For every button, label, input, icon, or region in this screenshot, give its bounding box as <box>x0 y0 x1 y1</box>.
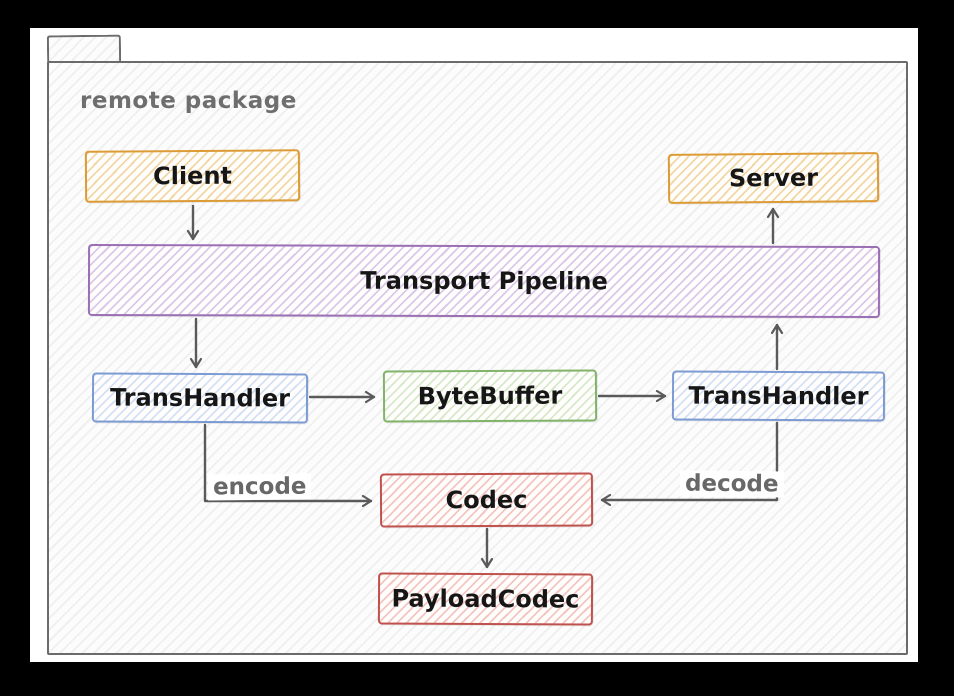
package-label: remote package <box>80 88 297 114</box>
node-codec: Codec <box>379 472 594 528</box>
node-transhandler-right: TransHandler <box>671 370 886 422</box>
node-server-label: Server <box>728 163 819 193</box>
node-payloadcodec-label: PayloadCodec <box>391 584 580 614</box>
node-bytebuffer: ByteBuffer <box>382 369 598 423</box>
edge-label-decode: decode <box>679 470 784 498</box>
node-transport-pipeline: Transport Pipeline <box>87 243 881 319</box>
node-codec-label: Codec <box>445 485 528 515</box>
node-client-label: Client <box>152 161 233 191</box>
node-transport-pipeline-label: Transport Pipeline <box>360 266 608 296</box>
node-client: Client <box>84 149 301 203</box>
node-transhandler-left: TransHandler <box>91 372 309 424</box>
node-server: Server <box>667 152 880 204</box>
node-bytebuffer-label: ByteBuffer <box>417 381 563 411</box>
node-transhandler-right-label: TransHandler <box>688 381 869 411</box>
edge-label-encode: encode <box>207 473 312 501</box>
node-payloadcodec: PayloadCodec <box>377 572 594 626</box>
diagram-canvas: remote package Client Server Transport P… <box>30 28 918 662</box>
package-folder-tab <box>46 34 122 64</box>
node-transhandler-left-label: TransHandler <box>109 383 291 413</box>
